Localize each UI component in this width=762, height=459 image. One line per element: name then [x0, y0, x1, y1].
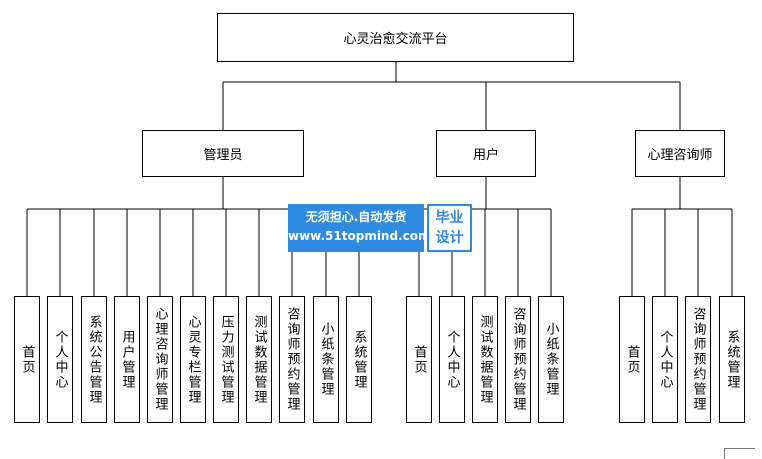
- watermark-badge-line1: 毕业: [435, 210, 464, 226]
- admin-module-user-mgmt: 用户管理: [114, 296, 140, 423]
- module-label: 首页: [624, 344, 640, 375]
- root-node: 心灵治愈交流平台: [217, 13, 574, 62]
- admin-module-announcement: 系统公告管理: [81, 296, 107, 423]
- watermark-line1: 无须担心.自动发货: [305, 210, 407, 224]
- module-label: 个人中心: [444, 329, 460, 390]
- admin-module-personal-center: 个人中心: [47, 296, 73, 423]
- role-admin-label: 管理员: [203, 148, 243, 163]
- module-label: 个人中心: [657, 329, 673, 390]
- counselor-module-personal-center: 个人中心: [652, 296, 678, 423]
- admin-module-stress-test: 压力测试管理: [213, 296, 239, 423]
- module-label: 测试数据管理: [251, 314, 267, 405]
- module-label: 咨询师预约管理: [284, 307, 300, 412]
- role-counselor: 心理咨询师: [635, 130, 725, 177]
- counselor-module-system: 系统管理: [719, 296, 745, 423]
- user-module-test-data: 测试数据管理: [472, 296, 498, 423]
- module-label: 测试数据管理: [477, 314, 493, 405]
- watermark-badge-line2: 设计: [435, 230, 464, 246]
- module-label: 小纸条管理: [318, 322, 334, 397]
- watermark-badge: 毕业 设计: [427, 204, 472, 252]
- role-counselor-label: 心理咨询师: [647, 148, 713, 163]
- role-user-label: 用户: [472, 148, 499, 163]
- watermark-line2: www.51topmind.com: [288, 229, 431, 243]
- module-label: 小纸条管理: [543, 322, 559, 397]
- user-module-home: 首页: [406, 296, 432, 423]
- module-label: 首页: [19, 344, 35, 375]
- user-module-note: 小纸条管理: [538, 296, 564, 423]
- module-label: 心灵专栏管理: [185, 314, 201, 405]
- module-label: 压力测试管理: [218, 314, 234, 405]
- module-label: 咨询师预约管理: [510, 307, 526, 412]
- corner-mark: [724, 448, 755, 459]
- role-admin: 管理员: [142, 130, 304, 177]
- admin-module-note: 小纸条管理: [313, 296, 339, 423]
- watermark: 无须担心.自动发货 www.51topmind.com 毕业 设计: [288, 204, 474, 252]
- admin-module-system: 系统管理: [346, 296, 372, 423]
- module-label: 系统公告管理: [86, 314, 102, 405]
- admin-module-counselor-mgmt: 心理咨询师管理: [147, 296, 173, 423]
- watermark-banner: 无须担心.自动发货 www.51topmind.com: [288, 204, 431, 252]
- module-label: 首页: [411, 344, 427, 375]
- counselor-module-home: 首页: [619, 296, 645, 423]
- root-label: 心灵治愈交流平台: [343, 32, 448, 47]
- module-label: 系统管理: [351, 329, 367, 390]
- module-label: 个人中心: [52, 329, 68, 390]
- admin-module-column-mgmt: 心灵专栏管理: [180, 296, 206, 423]
- admin-module-test-data: 测试数据管理: [246, 296, 272, 423]
- counselor-module-appointment: 咨询师预约管理: [685, 296, 711, 423]
- module-label: 心理咨询师管理: [152, 307, 168, 412]
- admin-module-home: 首页: [14, 296, 40, 423]
- module-label: 咨询师预约管理: [690, 307, 706, 412]
- role-user: 用户: [436, 130, 536, 177]
- module-label: 系统管理: [724, 329, 740, 390]
- module-label: 用户管理: [119, 329, 135, 390]
- admin-module-appointment: 咨询师预约管理: [279, 296, 305, 423]
- user-module-personal-center: 个人中心: [439, 296, 465, 423]
- user-module-appointment: 咨询师预约管理: [505, 296, 531, 423]
